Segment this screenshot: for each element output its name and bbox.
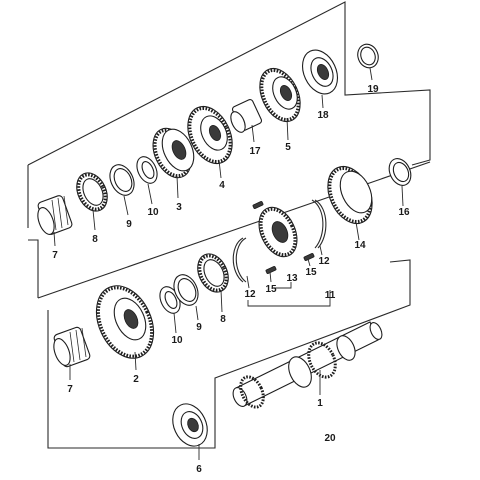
key-part-15-right <box>303 253 315 261</box>
gear-part-3 <box>152 127 195 179</box>
label-11: 11 <box>325 290 336 301</box>
synchro-ring-part-8-lower <box>197 253 229 293</box>
bushing-part-17 <box>230 99 263 133</box>
label-18: 18 <box>317 110 329 121</box>
washer-part-10-upper <box>136 156 158 184</box>
label-12-right: 12 <box>318 256 330 267</box>
label-7-upper: 7 <box>52 250 58 261</box>
label-8-lower: 8 <box>220 314 226 325</box>
callout-labels: 7 8 9 10 3 4 17 5 18 19 16 14 12 13 15 1… <box>52 84 410 475</box>
ball-bearing-part-6 <box>172 403 208 447</box>
label-13: 13 <box>286 273 298 284</box>
key-part-15-left <box>265 266 277 274</box>
label-15-left: 15 <box>265 284 277 295</box>
label-10-lower: 10 <box>171 335 183 346</box>
label-15-right: 15 <box>305 267 317 278</box>
gear-part-4 <box>187 105 233 165</box>
needle-bearing-part-7-lower <box>53 326 91 368</box>
label-7-lower: 7 <box>67 384 73 395</box>
label-9-upper: 9 <box>126 219 132 230</box>
circlip-part-16 <box>388 158 412 186</box>
group-outline-lower <box>47 259 411 449</box>
group-outline-upper <box>27 1 431 228</box>
key-part-15-top <box>252 201 264 209</box>
label-3: 3 <box>176 202 182 213</box>
snap-ring-part-19 <box>357 43 379 69</box>
label-10-upper: 10 <box>147 207 159 218</box>
synchro-ring-part-8-upper <box>76 172 108 212</box>
synchro-hub-part-13 <box>258 206 298 258</box>
ball-bearing-part-18 <box>301 49 339 95</box>
label-14: 14 <box>354 240 366 251</box>
label-4: 4 <box>219 180 225 191</box>
label-6: 6 <box>196 464 202 475</box>
leader-lines <box>53 67 404 460</box>
main-shaft-part-1 <box>232 321 383 409</box>
label-12-left: 12 <box>244 289 256 300</box>
label-1: 1 <box>317 398 323 409</box>
synchro-sleeve-part-14 <box>327 165 373 225</box>
label-5: 5 <box>285 142 291 153</box>
circlip-part-9-lower <box>173 274 199 306</box>
label-20: 20 <box>324 433 336 444</box>
label-16: 16 <box>398 207 410 218</box>
spring-part-12-left <box>232 237 247 283</box>
gear-part-2 <box>95 285 155 359</box>
label-17: 17 <box>249 146 261 157</box>
spring-part-12-right <box>311 199 327 249</box>
label-19: 19 <box>367 84 379 95</box>
label-2: 2 <box>133 374 139 385</box>
needle-bearing-part-7-upper <box>37 195 73 235</box>
circlip-part-9-upper <box>109 164 135 196</box>
gear-part-5 <box>259 67 301 123</box>
label-8-upper: 8 <box>92 234 98 245</box>
label-9-lower: 9 <box>196 322 202 333</box>
